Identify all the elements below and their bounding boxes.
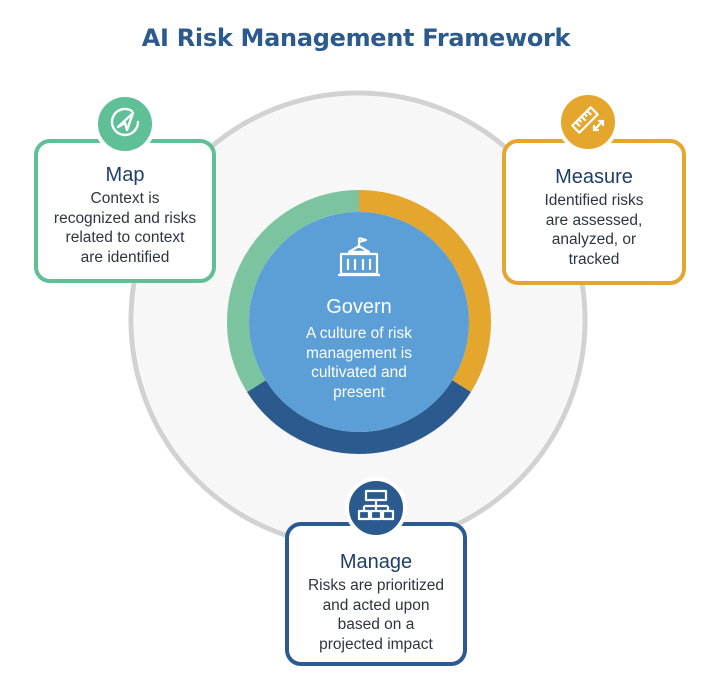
measure-description-line: are assessed, [545, 211, 643, 229]
manage-title: Manage [339, 551, 413, 573]
hierarchy-icon [356, 486, 396, 531]
measure-description: Identified risks are assessed, analyzed,… [506, 191, 682, 269]
manage-description: Risks are prioritized and acted upon bas… [289, 576, 463, 654]
manage-badge [345, 477, 407, 539]
navigation-arrow-icon [105, 102, 145, 147]
govern-title: Govern [326, 296, 392, 318]
page-title: AI Risk Management Framework [141, 24, 571, 52]
manage-arc [247, 380, 471, 454]
measure-description-line: analyzed, or [551, 231, 637, 248]
govern-description-line: cultivated and [311, 364, 407, 381]
govern-description-line: management is [306, 344, 412, 362]
measure-arc [358, 190, 491, 392]
map-description: Context is recognized and risks related … [38, 189, 212, 267]
manage-description-line: Risks are prioritized [307, 577, 445, 594]
govern-description: A culture of risk management is cultivat… [279, 324, 439, 402]
govern-circle [249, 212, 469, 432]
map-description-line: related to context [65, 229, 185, 246]
building-icon [335, 236, 383, 283]
manage-card: Manage Risks are prioritized and acted u… [285, 522, 467, 666]
map-description-line: recognized and risks [53, 209, 197, 227]
measure-description-line: tracked [568, 250, 620, 268]
map-title: Map [105, 164, 145, 186]
map-description-line: are identified [80, 248, 170, 266]
measure-title: Measure [555, 166, 633, 188]
govern-description-line: A culture of risk [306, 325, 412, 342]
manage-description-line: based on a [337, 616, 415, 633]
govern-description-line: present [333, 383, 385, 401]
measure-card: Measure Identified risks are assessed, a… [502, 139, 686, 285]
manage-description-line: projected impact [319, 635, 433, 653]
measure-description-line: Identified risks [544, 192, 644, 209]
manage-description-line: and acted upon [322, 596, 430, 614]
map-badge [94, 93, 156, 155]
ruler-icon [568, 100, 608, 145]
map-arc [227, 190, 360, 392]
measure-badge [557, 91, 619, 153]
govern-core: Govern A culture of risk management is c… [249, 212, 469, 432]
map-description-line: Context is [90, 190, 160, 207]
map-card: Map Context is recognized and risks rela… [34, 139, 216, 283]
